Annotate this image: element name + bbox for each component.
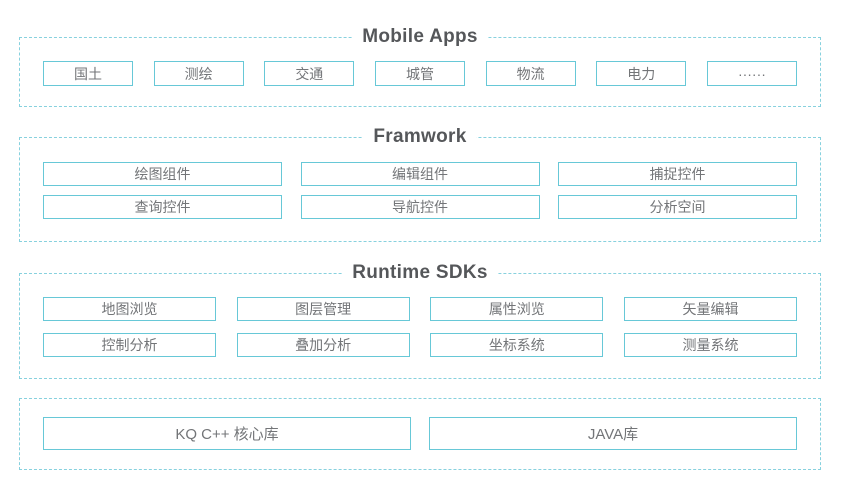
library-box: KQ C++ 核心库 <box>43 417 411 450</box>
app-box: 城管 <box>374 61 465 86</box>
sdk-row: 控制分析 叠加分析 坐标系统 测量系统 <box>20 333 820 357</box>
section-mobile-apps: Mobile Apps 国土 测绘 交通 城管 物流 电力 ······ <box>19 26 821 107</box>
app-box: 国土 <box>43 61 133 86</box>
section-title-mobile-apps: Mobile Apps <box>352 26 488 49</box>
section-title-runtime-sdks: Runtime SDKs <box>342 262 498 285</box>
component-box: 编辑组件 <box>300 162 540 186</box>
sdk-box: 叠加分析 <box>236 333 410 357</box>
section-framework: Framwork 绘图组件 编辑组件 捕捉控件 查询控件 导航控件 分析空间 <box>19 126 821 242</box>
app-box: 交通 <box>264 61 355 86</box>
library-box: JAVA库 <box>429 417 797 450</box>
component-box: 导航控件 <box>300 195 540 219</box>
component-box: 捕捉控件 <box>558 162 797 186</box>
sdk-box: 地图浏览 <box>43 297 216 321</box>
section-runtime-sdks: Runtime SDKs 地图浏览 图层管理 属性浏览 矢量编辑 控制分析 叠加… <box>19 262 821 379</box>
sdk-box: 矢量编辑 <box>623 297 797 321</box>
mobile-apps-row: 国土 测绘 交通 城管 物流 电力 ······ <box>20 61 820 86</box>
section-core-libraries: KQ C++ 核心库 JAVA库 <box>19 398 821 470</box>
app-box: 物流 <box>485 61 576 86</box>
sdk-box: 控制分析 <box>43 333 216 357</box>
component-box: 绘图组件 <box>43 162 282 186</box>
component-box: 查询控件 <box>43 195 282 219</box>
sdk-box: 图层管理 <box>236 297 410 321</box>
app-box-ellipsis: ······ <box>706 61 797 86</box>
app-box: 电力 <box>596 61 687 86</box>
sdk-box: 测量系统 <box>623 333 797 357</box>
framework-row: 绘图组件 编辑组件 捕捉控件 <box>20 162 820 186</box>
framework-row: 查询控件 导航控件 分析空间 <box>20 195 820 219</box>
sdk-box: 坐标系统 <box>430 333 604 357</box>
sdk-box: 属性浏览 <box>430 297 604 321</box>
component-box: 分析空间 <box>558 195 797 219</box>
app-box: 测绘 <box>153 61 244 86</box>
section-title-framework: Framwork <box>363 126 477 149</box>
sdk-row: 地图浏览 图层管理 属性浏览 矢量编辑 <box>20 297 820 321</box>
libraries-row: KQ C++ 核心库 JAVA库 <box>20 417 820 450</box>
